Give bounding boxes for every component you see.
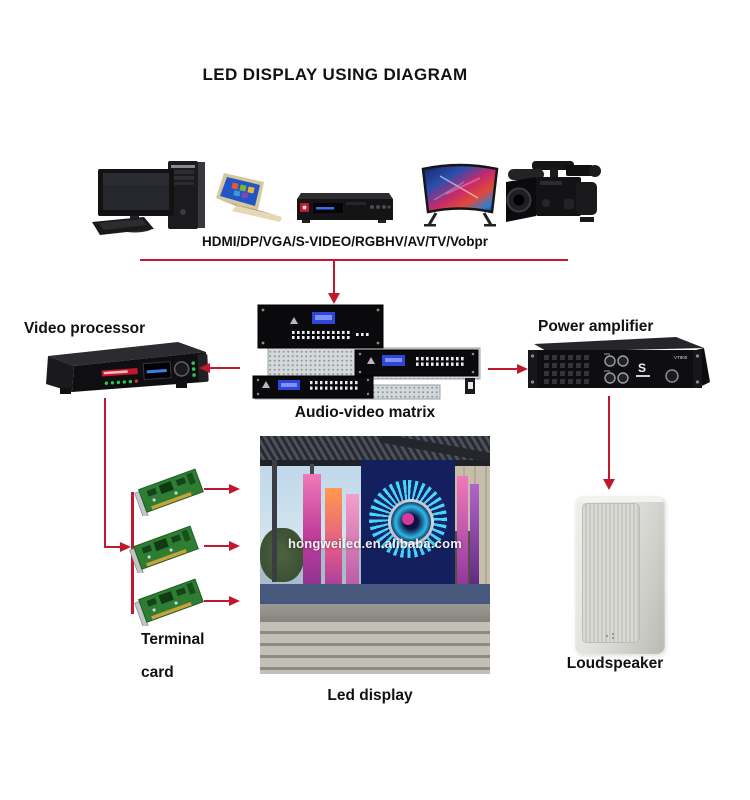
card-to-display-line: [204, 600, 230, 602]
svg-text:S: S: [638, 361, 646, 375]
terminal-card-label-line2: card: [141, 664, 174, 681]
terminal-card-label-line1: Terminal: [141, 631, 205, 648]
video-processor-label: Video processor: [24, 320, 146, 337]
speaker-grille: [582, 503, 640, 643]
watermark-text: hongweiled.en.alibaba.com: [287, 536, 463, 551]
dvd-player-icon: [297, 193, 393, 223]
bus-to-matrix-line: [333, 260, 335, 294]
card-to-display-arrowhead: [229, 484, 240, 494]
curved-tv-icon: [421, 163, 499, 227]
desktop-computer-icon: [92, 161, 205, 235]
truss-pole: [272, 460, 277, 582]
terminal-card-icon: [129, 525, 199, 573]
led-display-label: Led display: [327, 687, 413, 704]
laptop-icon: [216, 173, 282, 222]
source-bus-line: [140, 259, 568, 261]
led-column: [325, 488, 342, 604]
stage-platform: [260, 604, 490, 624]
amplifier-to-speaker-arrowhead: [603, 479, 615, 490]
amplifier-to-speaker-line: [608, 396, 610, 480]
matrix-to-processor-arrowhead: [199, 363, 210, 373]
matrix-to-processor-line: [210, 367, 240, 369]
bus-to-matrix-arrowhead: [328, 293, 340, 304]
card-to-display-line: [204, 545, 230, 547]
steps: [260, 622, 490, 674]
processor-to-cards-line-v: [104, 398, 106, 548]
terminal-card-icon: [134, 468, 204, 516]
loudspeaker-icon: [575, 496, 665, 654]
led-column: [457, 476, 468, 590]
page-title: LED DISPLAY USING DIAGRAM: [202, 65, 468, 84]
card-to-display-arrowhead: [229, 596, 240, 606]
matrix-to-amplifier-line: [488, 368, 518, 370]
processor-to-cards-line-h: [104, 546, 121, 548]
led-column: [470, 484, 479, 588]
source-bus-label: HDMI/DP/VGA/S-VIDEO/RGBHV/AV/TV/Vobpr: [201, 234, 489, 249]
processor-to-cards-arrowhead: [120, 542, 131, 552]
trees: [260, 528, 304, 582]
speaker-top-cap: [577, 496, 663, 502]
power-amplifier-label: Power amplifier: [538, 318, 654, 335]
video-camera-icon: [506, 161, 601, 222]
power-amplifier-icon: S VT800: [528, 337, 710, 388]
card-to-display-arrowhead: [229, 541, 240, 551]
audio-video-matrix-label: Audio-video matrix: [294, 404, 436, 421]
speaker-logo: [603, 632, 619, 640]
loudspeaker-label: Loudspeaker: [566, 655, 664, 672]
svg-text:VT800: VT800: [674, 355, 688, 360]
card-to-display-line: [204, 488, 230, 490]
audio-video-matrix-icon: [252, 304, 481, 400]
led-main-screen: [361, 460, 455, 594]
led-column: [346, 494, 359, 602]
led-display-photo: hongweiled.en.alibaba.com: [260, 436, 490, 674]
video-processor-icon: [46, 342, 209, 394]
led-column: [303, 474, 321, 606]
terminal-card-icon: [134, 578, 204, 626]
led-center-dot: [402, 513, 414, 525]
matrix-to-amplifier-arrowhead: [517, 364, 528, 374]
